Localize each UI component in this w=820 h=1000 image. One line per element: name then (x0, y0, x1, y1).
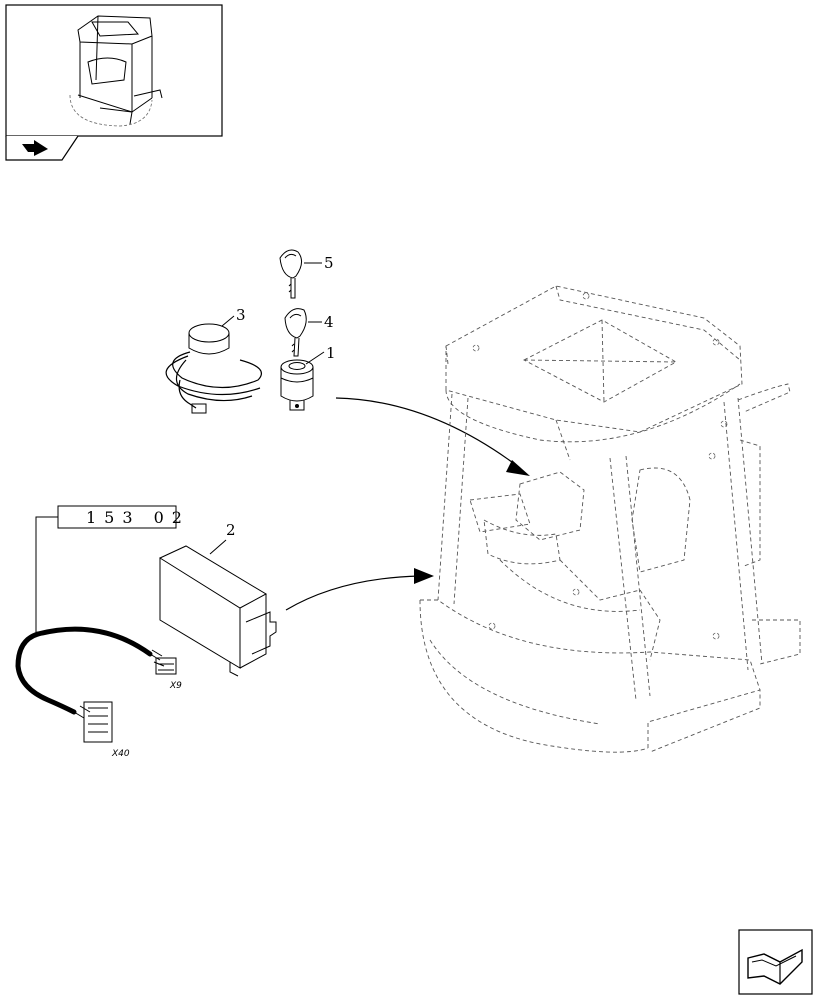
back-arrow-icon[interactable] (22, 140, 48, 156)
reference-leader (35, 516, 58, 636)
callout-3: 3 (236, 306, 246, 324)
callout-4: 4 (324, 313, 334, 331)
assembly-arrow-upper (335, 397, 530, 476)
callout-1: 1 (326, 344, 336, 362)
wiring-harness (15, 626, 177, 743)
assembly-arrow-lower (285, 568, 434, 611)
callout-2: 2 (226, 521, 236, 539)
leader-line-2 (209, 539, 227, 555)
next-page-arrow-icon (747, 948, 803, 985)
leader-line-3 (221, 315, 235, 327)
key-part-5 (279, 249, 302, 299)
key-part-4 (284, 308, 307, 357)
thumbnail-cab (69, 15, 163, 127)
ignition-switch-part-1 (280, 359, 314, 411)
connector-label-x9: X9 (169, 681, 182, 691)
reference-box[interactable]: 153 02 (57, 505, 190, 529)
cap-with-cable-part-3 (165, 323, 262, 414)
callout-5: 5 (324, 254, 334, 272)
overview-thumbnail[interactable] (5, 4, 223, 161)
control-unit-part-2 (158, 545, 277, 677)
leader-line-1 (305, 351, 325, 365)
connector-label-x40: X40 (111, 749, 130, 759)
cab-assembly-view (419, 285, 801, 753)
reference-code: 153 02 (86, 508, 190, 527)
next-page-nav[interactable] (738, 929, 813, 995)
